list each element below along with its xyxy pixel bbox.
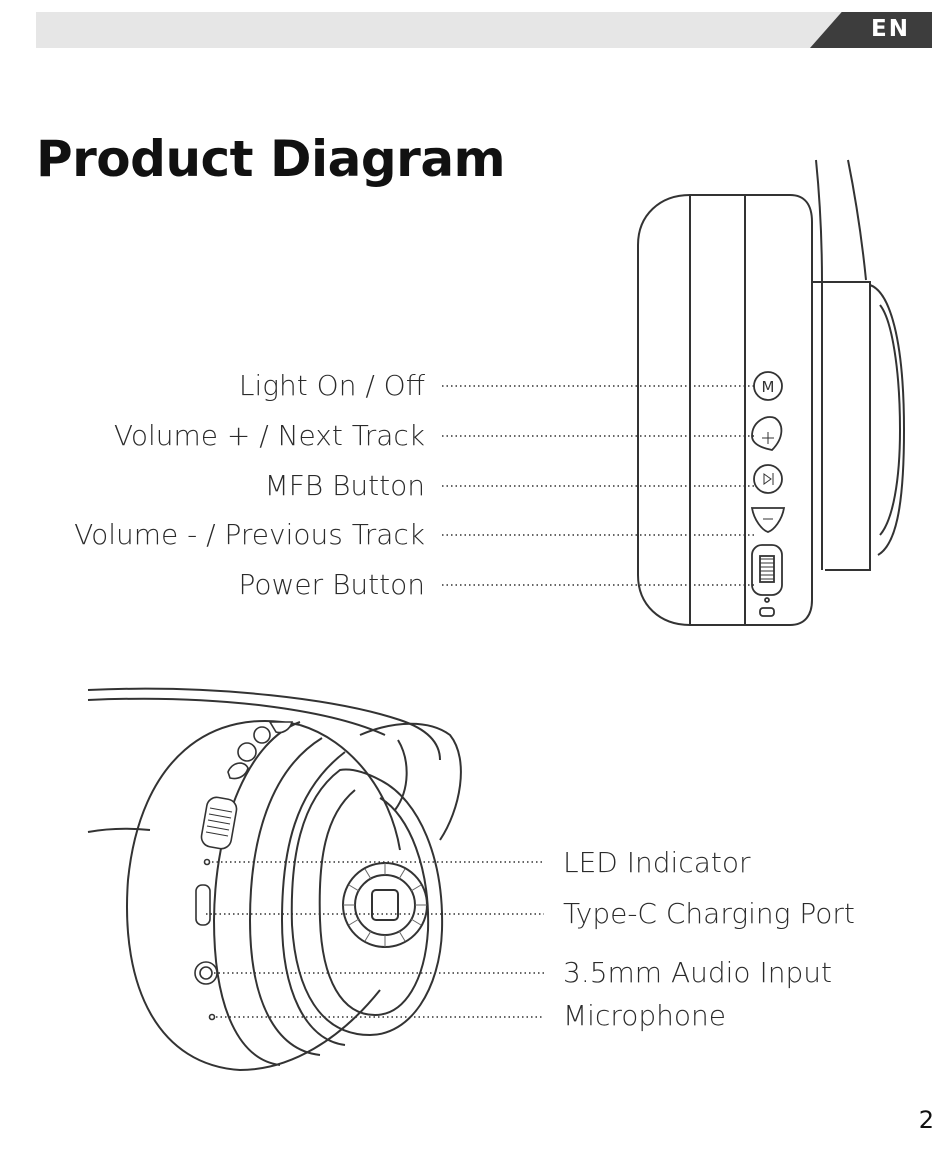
page-number: 2 [919, 1106, 934, 1134]
label-led-indicator: LED Indicator [563, 846, 750, 880]
label-microphone: Microphone [563, 999, 726, 1033]
label-mfb-button: MFB Button [265, 469, 425, 503]
label-type-c-port: Type-C Charging Port [563, 897, 855, 931]
label-light-on-off: Light On / Off [239, 369, 425, 403]
label-audio-input: 3.5mm Audio Input [563, 956, 832, 990]
label-volume-down-previous: Volume - / Previous Track [74, 518, 425, 552]
label-volume-up-next: Volume + / Next Track [114, 419, 425, 453]
label-power-button: Power Button [239, 568, 425, 602]
